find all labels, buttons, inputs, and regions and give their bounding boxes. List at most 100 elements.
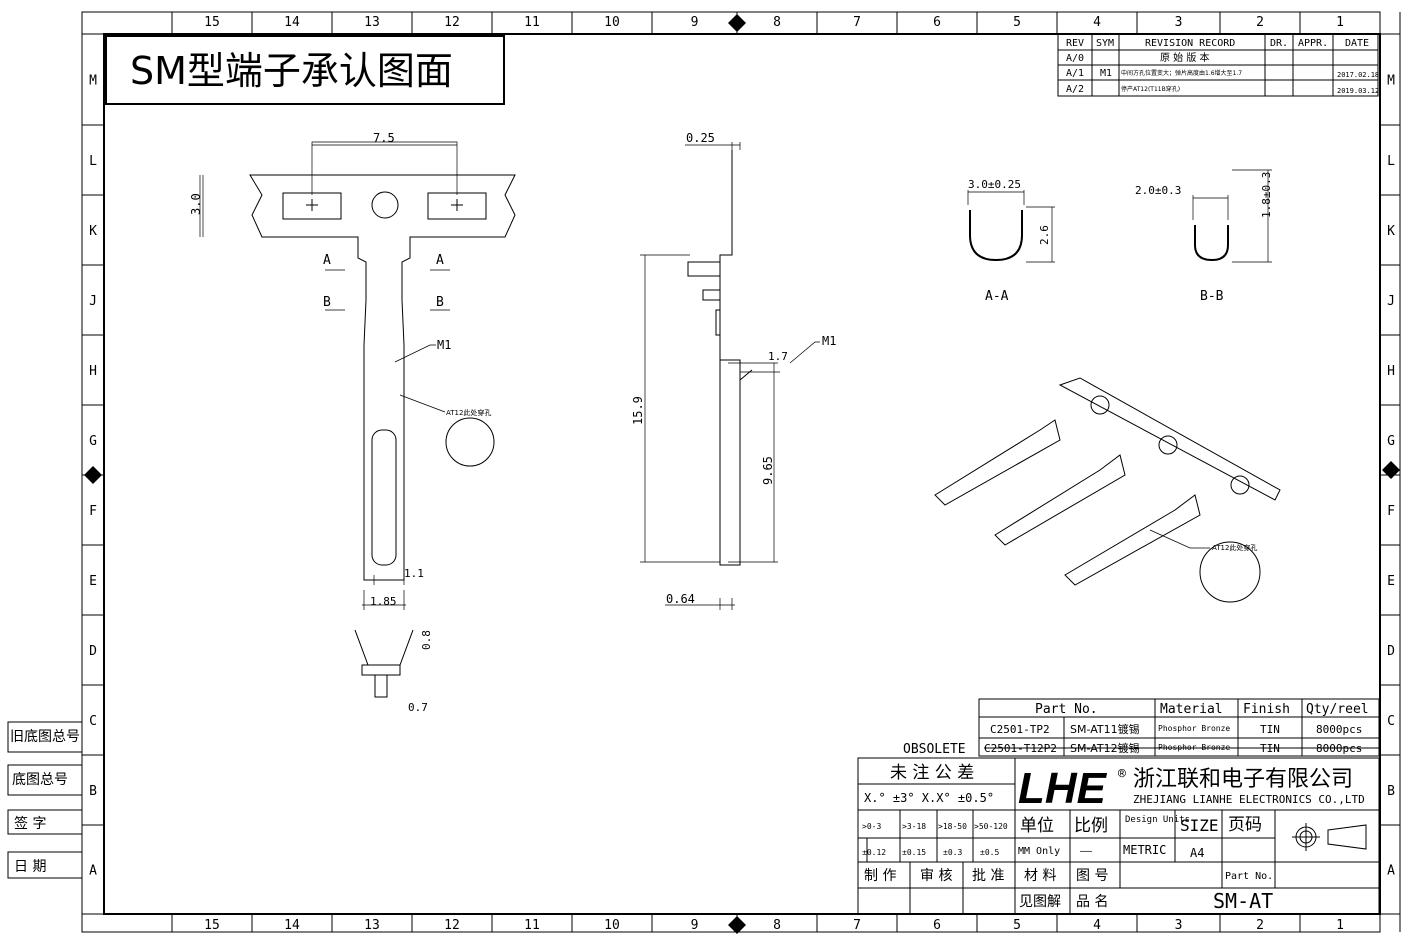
side-label-date: 日 期 xyxy=(14,859,46,875)
scale-label: 比例 xyxy=(1074,816,1108,836)
note-pierce: AT12此处穿孔 xyxy=(446,408,491,417)
ruler-row-label: G xyxy=(89,434,97,449)
part-no-header: Part No. xyxy=(1035,702,1098,717)
ruler-column-label: 10 xyxy=(604,918,620,933)
obsolete-label: OBSOLETE xyxy=(903,742,966,757)
company-name-en: ZHEJIANG LIANHE ELECTRONICS CO.,LTD xyxy=(1133,793,1365,806)
ruler-row-label: H xyxy=(89,364,97,379)
ruler-column-label: 13 xyxy=(364,918,380,933)
appr-header: APPR. xyxy=(1298,38,1328,49)
tol-4: ±0.5 xyxy=(980,848,999,857)
ruler-row-label: D xyxy=(1387,644,1395,659)
ruler-column-label: 6 xyxy=(933,15,941,30)
dim-aa-width: 3.0±0.25 xyxy=(968,178,1021,191)
ruler-column-label: 6 xyxy=(933,918,941,933)
ruler-row-label: L xyxy=(1387,154,1395,169)
section-bb-label: B-B xyxy=(1200,289,1224,304)
ruler-row-label: J xyxy=(89,294,97,309)
center-mark-icon xyxy=(84,466,102,484)
ruler-row-label: G xyxy=(1387,434,1395,449)
make-label: 制 作 xyxy=(864,868,896,884)
rev-cell: A/1 xyxy=(1066,68,1084,79)
dim-0-64: 0.64 xyxy=(666,592,695,606)
ruler-row-label: H xyxy=(1387,364,1395,379)
mark-m1-side: M1 xyxy=(822,334,836,348)
ruler-column-label: 2 xyxy=(1256,15,1264,30)
ruler-column-label: 3 xyxy=(1175,918,1183,933)
mark-m1: M1 xyxy=(437,338,451,352)
section-views: 3.0±0.25 2.6 A-A 2.0±0.3 1.8±0.3 B-B xyxy=(967,169,1273,304)
part-code: C2501-TP2 xyxy=(990,723,1050,736)
ruler-row-label: L xyxy=(89,154,97,169)
dim-width-top: 7.5 xyxy=(373,131,395,145)
qty-header: Qty/reel xyxy=(1306,702,1369,717)
section-a-right: A xyxy=(436,253,444,268)
part-material: Phosphor Bronze xyxy=(1158,724,1230,733)
unit-label: 单位 xyxy=(1020,816,1054,836)
unit-value: MM Only xyxy=(1018,846,1060,857)
ruler-column-label: 2 xyxy=(1256,918,1264,933)
date-header: DATE xyxy=(1345,38,1369,49)
center-mark-icon xyxy=(1382,461,1400,479)
dim-height-top: 3.0 xyxy=(189,193,203,215)
product-name-label: 品 名 xyxy=(1076,894,1108,910)
ruler-column-label: 12 xyxy=(444,918,460,933)
ruler-row-label: F xyxy=(1387,504,1395,519)
section-b-right: B xyxy=(436,295,444,310)
date-cell: 2019.03.12 xyxy=(1337,87,1379,95)
section-b-left: B xyxy=(323,295,331,310)
page-title: SM型端子承认图面 xyxy=(130,49,453,93)
ruler-column-label: 14 xyxy=(284,918,300,933)
rev-cell: A/0 xyxy=(1066,53,1084,64)
ruler-column-label: 5 xyxy=(1013,918,1021,933)
design-units-label: Design Units xyxy=(1125,815,1190,825)
section-aa-label: A-A xyxy=(985,289,1009,304)
ruler-column-label: 8 xyxy=(773,15,781,30)
side-label-old-base-no: 旧底图总号 xyxy=(10,729,80,745)
center-mark-icon xyxy=(728,916,746,934)
dim-length-2: 9.65 xyxy=(761,456,775,485)
ruler-column-label: 12 xyxy=(444,15,460,30)
drawing-no-label: 图 号 xyxy=(1076,868,1108,884)
ruler-column-label: 1 xyxy=(1336,15,1344,30)
design-units-value: METRIC xyxy=(1123,843,1166,857)
ruler-row-label: J xyxy=(1387,294,1395,309)
record-header: REVISION RECORD xyxy=(1145,38,1235,49)
scale-value: —— xyxy=(1080,846,1093,857)
dim-bb-width: 2.0±0.3 xyxy=(1135,184,1181,197)
iso-note: AT12此处穿孔 xyxy=(1212,543,1257,552)
ruler-column-label: 4 xyxy=(1093,918,1101,933)
tol-2: ±0.15 xyxy=(902,848,926,857)
ruler-row-label: F xyxy=(89,504,97,519)
company-name-cn: 浙江联和电子有限公司 xyxy=(1133,767,1353,792)
tol-1: ±0.12 xyxy=(862,848,886,857)
company-logo: LHE xyxy=(1018,764,1108,813)
revision-table: REV SYM REVISION RECORD DR. APPR. DATE A… xyxy=(1057,33,1379,97)
isometric-view: AT12此处穿孔 xyxy=(934,377,1281,603)
range-2: >3-18 xyxy=(902,822,926,831)
dim-aa-height: 2.6 xyxy=(1038,225,1051,245)
dim-1-85: 1.85 xyxy=(370,595,397,608)
ruler-column-label: 8 xyxy=(773,918,781,933)
sym-cell: M1 xyxy=(1100,68,1112,79)
range-4: >50-120 xyxy=(974,822,1008,831)
tolerance-title: 未 注 公 差 xyxy=(890,763,974,783)
dim-1-1: 1.1 xyxy=(404,567,424,580)
review-label: 审 核 xyxy=(920,868,952,884)
ruler-column-label: 14 xyxy=(284,15,300,30)
rev-cell: A/2 xyxy=(1066,84,1084,95)
record-cell: 中间方孔位置变大；弹片高度由1.6增大至1.7 xyxy=(1121,69,1242,77)
ruler-column-label: 15 xyxy=(204,918,220,933)
ruler-column-label: 11 xyxy=(524,918,540,933)
ruler-column-label: 9 xyxy=(691,918,699,933)
size-label: SIZE xyxy=(1180,816,1219,835)
ruler-column-label: 7 xyxy=(853,15,861,30)
side-label-sign: 签 字 xyxy=(14,815,46,832)
ruler-row-label: E xyxy=(1387,574,1395,589)
projection-symbol-icon xyxy=(1292,823,1367,851)
ruler-row-label: C xyxy=(1387,714,1395,729)
size-value: A4 xyxy=(1190,846,1204,860)
record-cell: 原 始 版 本 xyxy=(1160,51,1210,64)
range-1: >0-3 xyxy=(862,822,881,831)
ruler-column-label: 5 xyxy=(1013,15,1021,30)
